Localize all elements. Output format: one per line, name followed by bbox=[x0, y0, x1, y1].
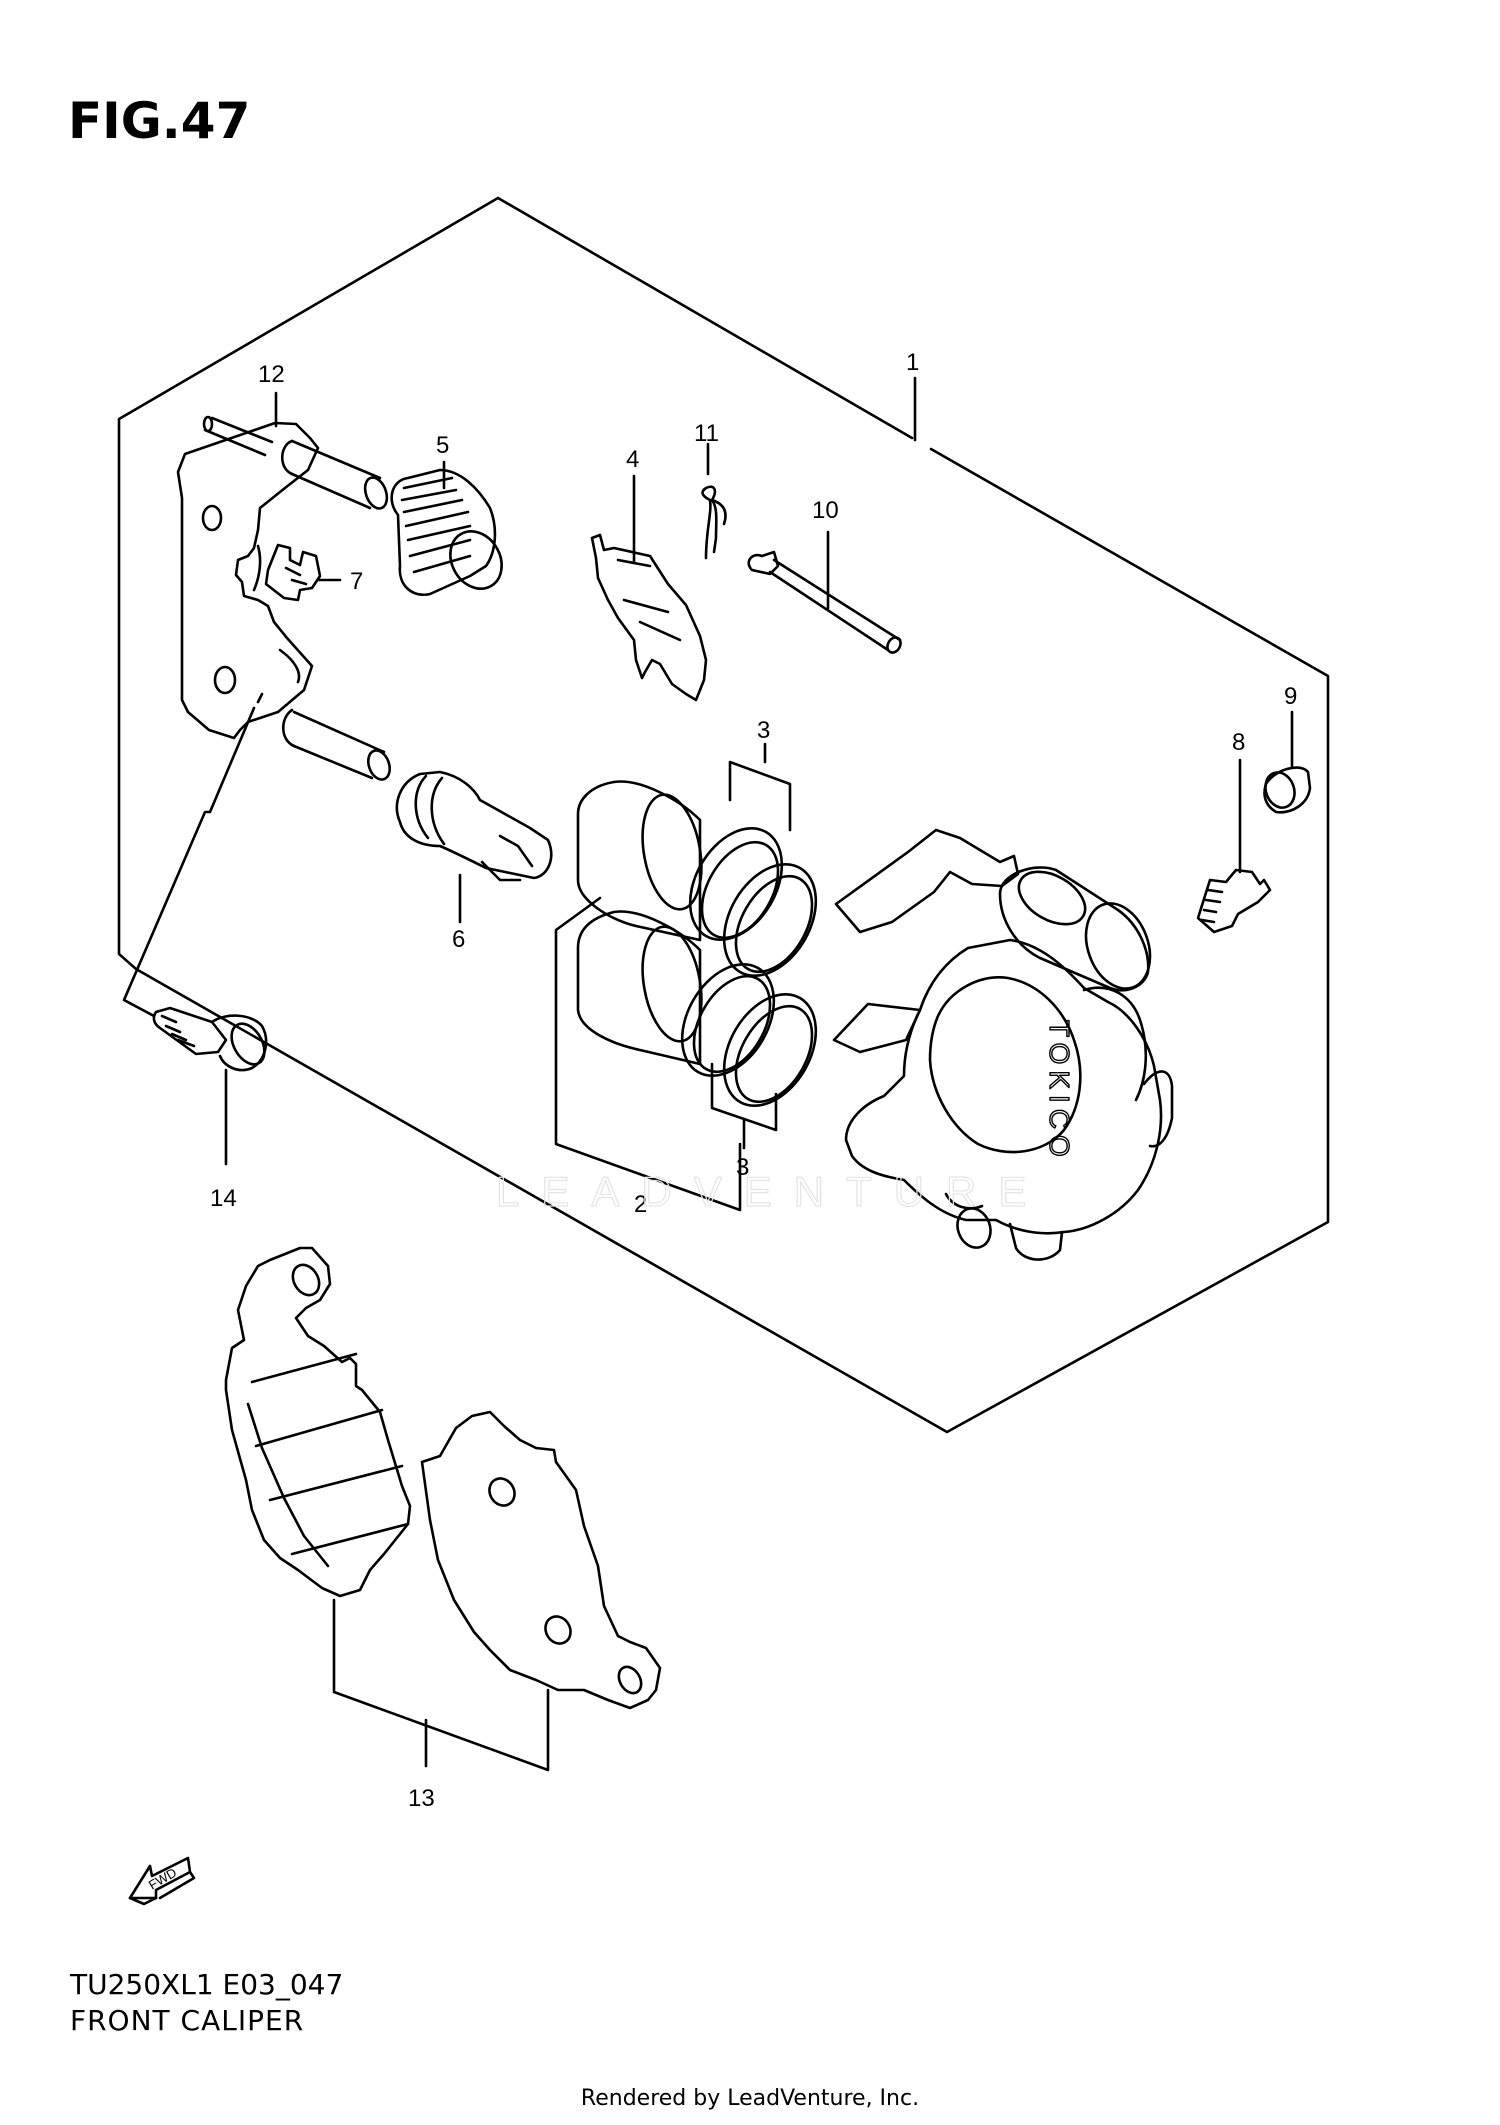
pad-retainer bbox=[590, 533, 708, 702]
bleeder-cap bbox=[1263, 766, 1312, 814]
bracket-bolt bbox=[152, 1006, 268, 1072]
bracket-3-upper bbox=[728, 742, 792, 832]
callout-14: 14 bbox=[210, 1185, 237, 1212]
brake-pad-left bbox=[224, 1246, 412, 1598]
caliper-bracket bbox=[176, 415, 392, 781]
callout-3a: 3 bbox=[757, 717, 770, 744]
pin-boot-upper bbox=[390, 468, 503, 597]
figure-caption: FRONT CALIPER bbox=[70, 2004, 305, 2037]
bleeder-valve bbox=[1196, 868, 1272, 934]
render-credit: Rendered by LeadVenture, Inc. bbox=[580, 2086, 920, 2111]
callout-5: 5 bbox=[436, 432, 449, 459]
watermark: LEADVENTURE bbox=[496, 1168, 1048, 1215]
callout-7: 7 bbox=[350, 568, 363, 595]
callout-2: 2 bbox=[634, 1191, 647, 1218]
caliper-piston-upper bbox=[576, 780, 703, 942]
callout-9: 9 bbox=[1284, 683, 1297, 710]
assembly-boundary bbox=[117, 196, 1330, 1434]
callout-6: 6 bbox=[452, 926, 465, 953]
model-code: TU250XL1 E03_047 bbox=[70, 1968, 344, 2001]
pad-pin bbox=[747, 550, 902, 654]
fwd-arrow-icon: FWD bbox=[128, 1856, 196, 1906]
slide-pin-boot bbox=[395, 770, 553, 882]
brake-pad-right bbox=[420, 1410, 662, 1710]
callout-8: 8 bbox=[1232, 729, 1245, 756]
bracket-3-lower bbox=[710, 1062, 778, 1150]
caliper-piston-lower bbox=[576, 910, 703, 1066]
leader-14 bbox=[122, 692, 264, 1166]
pad-spring bbox=[264, 543, 322, 602]
callout-12: 12 bbox=[258, 361, 285, 388]
figure-title: FIG.47 bbox=[68, 92, 251, 150]
piston-seals bbox=[680, 827, 818, 1107]
caliper-brand-label: TOKICO bbox=[1044, 1020, 1075, 1163]
callout-3b: 3 bbox=[736, 1154, 749, 1181]
callout-1: 1 bbox=[906, 349, 919, 376]
callout-10: 10 bbox=[812, 497, 839, 524]
callout-11: 11 bbox=[694, 420, 719, 447]
bracket-2 bbox=[554, 896, 742, 1212]
pin-clip bbox=[701, 485, 727, 560]
callout-13: 13 bbox=[408, 1785, 435, 1812]
bracket-13 bbox=[332, 1598, 550, 1772]
caliper-body: TOKICO bbox=[832, 828, 1174, 1261]
callout-4: 4 bbox=[626, 446, 639, 473]
